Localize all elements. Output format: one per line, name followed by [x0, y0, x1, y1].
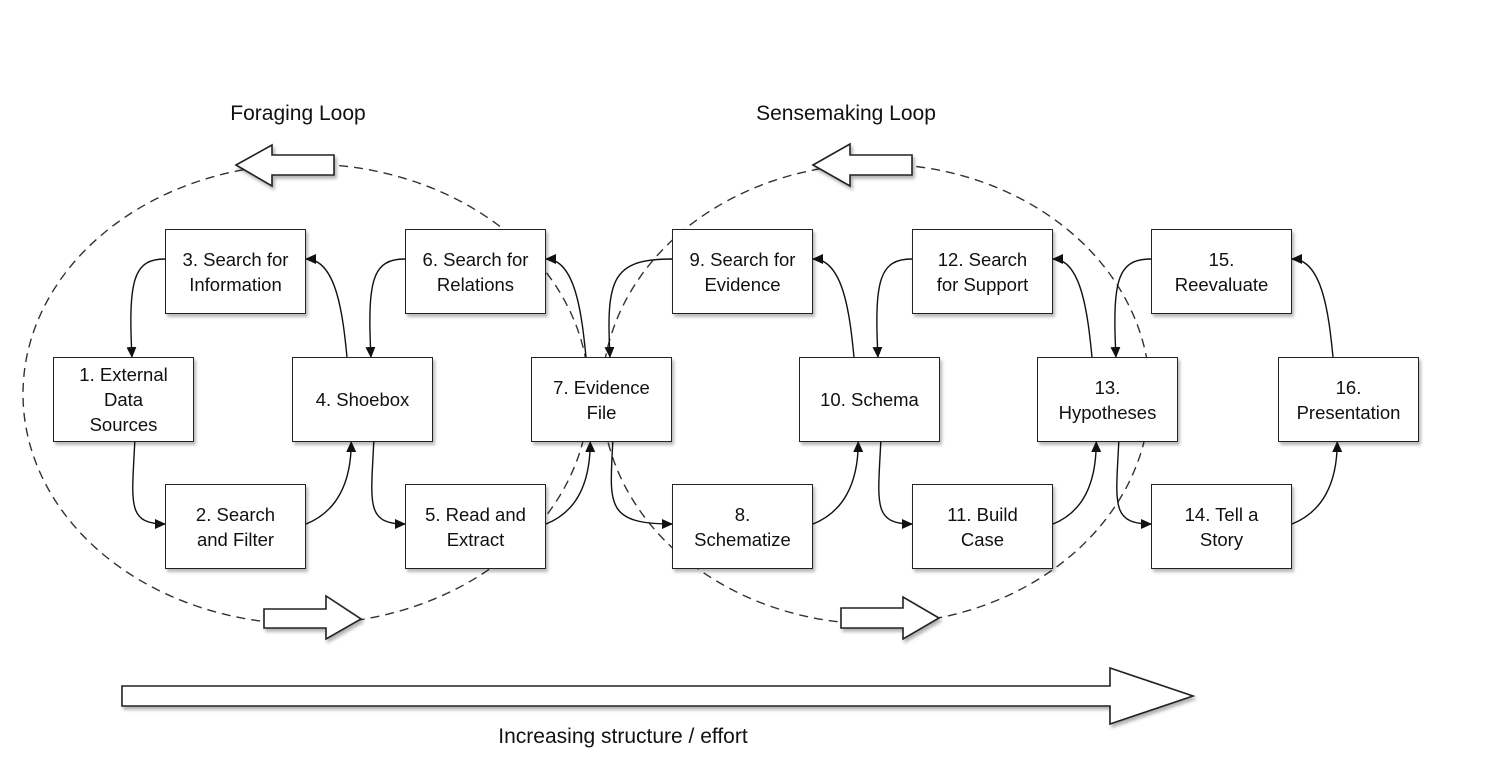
node-label: 15. Reevaluate: [1174, 248, 1269, 295]
node-schema[interactable]: 10. Schema: [799, 357, 940, 442]
edge-14-to-16: [1291, 441, 1343, 525]
node-label: 13. Hypotheses: [1058, 376, 1157, 423]
edge-4-to-3: [305, 254, 348, 358]
increasing-structure-arrow-icon: [121, 666, 1196, 726]
sensemaking-loop-title: Sensemaking Loop: [756, 102, 936, 125]
node-shoebox[interactable]: 4. Shoebox: [292, 357, 433, 442]
node-label: 5. Read and Extract: [425, 503, 526, 550]
node-label: 8. Schematize: [694, 503, 791, 550]
edge-13-to-12: [1052, 254, 1093, 358]
node-search-for-information[interactable]: 3. Search for Information: [165, 229, 306, 314]
edge-2-to-4: [305, 441, 357, 525]
edge-15-to-13: [1110, 258, 1152, 358]
foraging-bottom-right-arrow-icon: [263, 594, 363, 641]
node-label: 11. Build Case: [947, 503, 1018, 550]
edge-3-to-1: [126, 258, 166, 358]
node-search-for-support[interactable]: 12. Search for Support: [912, 229, 1053, 314]
node-label: 14. Tell a Story: [1184, 503, 1259, 550]
node-search-for-relations[interactable]: 6. Search for Relations: [405, 229, 546, 314]
node-label: 6. Search for Relations: [422, 248, 529, 295]
node-hypotheses[interactable]: 13. Hypotheses: [1037, 357, 1178, 442]
edge-10-to-11: [878, 441, 913, 529]
node-label: 9. Search for Evidence: [689, 248, 796, 295]
node-presentation[interactable]: 16. Presentation: [1278, 357, 1419, 442]
edge-13-to-14: [1116, 441, 1152, 529]
node-external-data-sources[interactable]: 1. External Data Sources: [53, 357, 194, 442]
node-label: 3. Search for Information: [182, 248, 289, 295]
node-label: 7. Evidence File: [553, 376, 650, 423]
node-reevaluate[interactable]: 15. Reevaluate: [1151, 229, 1292, 314]
edge-9-to-7: [604, 258, 673, 358]
edge-10-to-9: [812, 254, 855, 358]
node-read-and-extract[interactable]: 5. Read and Extract: [405, 484, 546, 569]
loop-direction-arrows: [234, 142, 941, 641]
node-label: 12. Search for Support: [936, 248, 1029, 295]
node-evidence-file[interactable]: 7. Evidence File: [531, 357, 672, 442]
node-search-and-filter[interactable]: 2. Search and Filter: [165, 484, 306, 569]
edge-12-to-10: [872, 258, 913, 358]
edge-4-to-5: [371, 441, 406, 529]
foraging-loop-title: Foraging Loop: [230, 102, 366, 125]
edge-1-to-2: [132, 441, 166, 529]
node-label: 16. Presentation: [1296, 376, 1401, 423]
node-schematize[interactable]: 8. Schematize: [672, 484, 813, 569]
edge-7-to-8: [610, 441, 673, 529]
foraging-top-left-arrow-icon: [234, 143, 335, 188]
node-build-case[interactable]: 11. Build Case: [912, 484, 1053, 569]
edge-8-to-10: [812, 441, 864, 525]
node-label: 10. Schema: [820, 389, 919, 410]
node-label: 1. External Data Sources: [79, 364, 168, 435]
connector-edges: [126, 254, 1343, 529]
edge-7-to-6: [545, 254, 587, 358]
edge-5-to-7: [545, 441, 596, 525]
axis-label: Increasing structure / effort: [498, 725, 748, 748]
node-label: 4. Shoebox: [315, 389, 410, 410]
edge-16-to-15: [1291, 254, 1334, 358]
sensemaking-top-left-arrow-icon: [811, 142, 913, 188]
sensemaking-bottom-right-arrow-icon: [840, 595, 941, 641]
node-tell-a-story[interactable]: 14. Tell a Story: [1151, 484, 1292, 569]
node-search-for-evidence[interactable]: 9. Search for Evidence: [672, 229, 813, 314]
node-label: 2. Search and Filter: [195, 503, 276, 550]
edge-11-to-13: [1052, 441, 1102, 525]
edge-6-to-4: [365, 258, 406, 358]
